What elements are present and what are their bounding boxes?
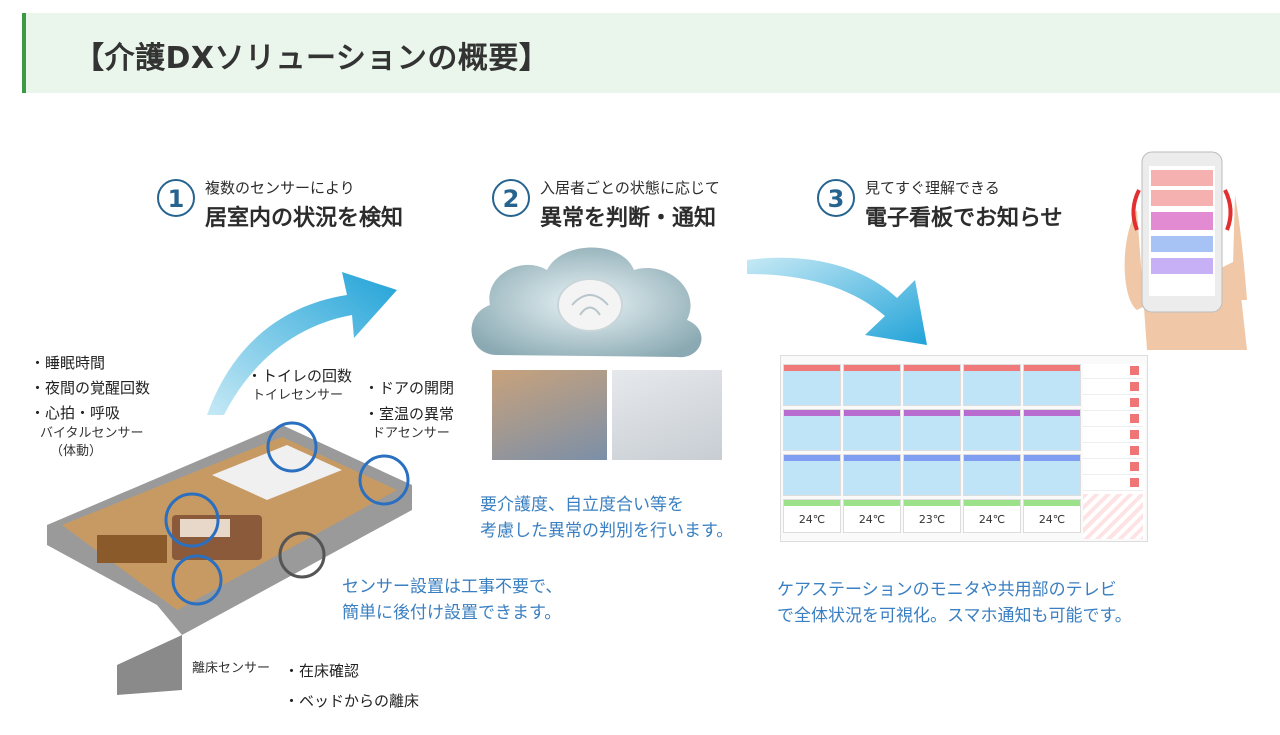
bed-sensor-label: 離床センサー: [192, 660, 270, 678]
photo-caregiver-helping: [492, 370, 607, 460]
toilet-sensor-label: トイレセンサー: [252, 387, 343, 405]
display-caption-2: で全体状況を可視化。スマホ通知も可能です。: [777, 604, 1132, 628]
signage-dashboard: 24℃ 24℃ 23℃ 24℃ 24℃: [780, 355, 1148, 542]
side-hatch: [1083, 494, 1143, 539]
door-item-2: ・室温の異常: [364, 403, 454, 425]
room-cell: [843, 364, 901, 406]
step1-small: 複数のセンサーにより: [205, 177, 355, 198]
display-caption-1: ケアステーションのモニタや共用部のテレビ: [777, 578, 1117, 602]
bed-item-1: ・在床確認: [284, 660, 359, 682]
toilet-item: ・トイレの回数: [247, 365, 352, 387]
vital-sensor-label: バイタルセンサー: [40, 425, 143, 443]
side-row: [1083, 444, 1143, 459]
temp-value: 23℃: [919, 513, 945, 526]
room-cell: [963, 454, 1021, 496]
step1-title: 居室内の状況を検知: [205, 200, 403, 232]
side-row: [1083, 396, 1143, 411]
temp-value: 24℃: [1039, 513, 1065, 526]
vital-sensor-note: （体動）: [50, 443, 102, 461]
step2-number: 2: [492, 179, 530, 217]
section-header: 【介護DXソリューションの概要】: [22, 13, 1280, 93]
temp-value: 24℃: [979, 513, 1005, 526]
room-cell: [903, 409, 961, 451]
step1-number: 1: [157, 179, 195, 217]
temp-cell: 24℃: [843, 499, 901, 533]
temp-cell: 23℃: [903, 499, 961, 533]
temp-value: 24℃: [859, 513, 885, 526]
page-title: 【介護DXソリューションの概要】: [74, 33, 549, 77]
room-cell: [1023, 454, 1081, 496]
step3-title: 電子看板でお知らせ: [865, 200, 1063, 232]
room-cell: [963, 409, 1021, 451]
bed-item-2: ・ベッドからの離床: [284, 690, 419, 712]
vital-item-1: ・睡眠時間: [30, 352, 105, 374]
judge-caption-2: 考慮した異常の判別を行います。: [480, 519, 733, 543]
room-cell: [903, 364, 961, 406]
temp-value: 24℃: [799, 513, 825, 526]
side-row: [1083, 460, 1143, 475]
side-row: [1083, 476, 1143, 491]
room-cell: [843, 454, 901, 496]
temp-cell: 24℃: [783, 499, 841, 533]
room-cell: [843, 409, 901, 451]
temp-cell: 24℃: [963, 499, 1021, 533]
side-row: [1083, 380, 1143, 395]
temp-cell: 24℃: [1023, 499, 1081, 533]
ai-brain-cloud-icon: [462, 235, 712, 370]
step2-title: 異常を判断・通知: [540, 200, 716, 232]
side-row: [1083, 412, 1143, 427]
install-caption-2: 簡単に後付け設置できます。: [342, 601, 561, 625]
side-row: [1083, 428, 1143, 443]
step3-small: 見てすぐ理解できる: [865, 177, 1000, 198]
room-cell: [783, 409, 841, 451]
vital-item-3: ・心拍・呼吸: [30, 402, 120, 424]
judge-caption-1: 要介護度、自立度合い等を: [480, 493, 684, 517]
solution-overview-figure: 1 複数のセンサーにより 居室内の状況を検知 2 入居者ごとの状態に応じて 異常…: [22, 115, 1280, 725]
room-cell: [1023, 364, 1081, 406]
step3-number: 3: [817, 179, 855, 217]
room-cell: [963, 364, 1021, 406]
step2-small: 入居者ごとの状態に応じて: [540, 177, 720, 198]
install-caption-1: センサー設置は工事不要で、: [342, 575, 562, 599]
door-item-1: ・ドアの開閉: [364, 377, 454, 399]
door-sensor-label: ドアセンサー: [372, 425, 450, 443]
room-cell: [783, 364, 841, 406]
smartphone-icon: [1117, 150, 1252, 355]
vital-item-2: ・夜間の覚醒回数: [30, 377, 150, 399]
photo-fallen-person: [612, 370, 722, 460]
room-cell: [783, 454, 841, 496]
room-cell: [1023, 409, 1081, 451]
dashboard-side-list: [1083, 364, 1145, 539]
side-row: [1083, 364, 1143, 379]
arrow-right-icon: [747, 250, 937, 350]
room-cell: [903, 454, 961, 496]
